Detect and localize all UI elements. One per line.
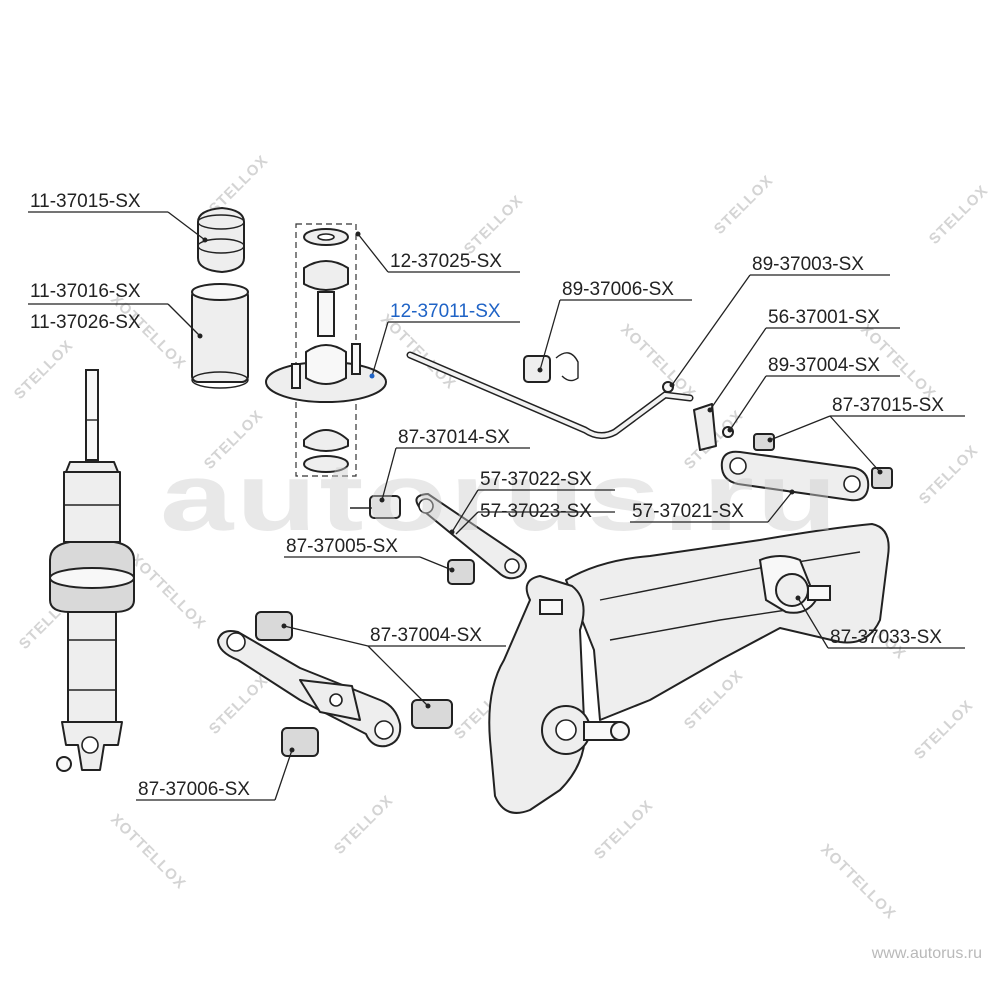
watermark-brand-alt: XOTTELLOX bbox=[127, 551, 209, 633]
label-89-37004-sx[interactable]: 89-37004-SX bbox=[768, 355, 880, 376]
watermark-brand: STELLOX bbox=[331, 792, 397, 858]
watermark-brand: STELLOX bbox=[206, 672, 272, 738]
middle-links bbox=[350, 493, 527, 585]
label-11-37015-sx[interactable]: 11-37015-SX bbox=[30, 191, 141, 212]
label-57-37021-sx[interactable]: 57-37021-SX bbox=[632, 501, 744, 522]
watermark-brand: STELLOX bbox=[591, 797, 657, 863]
watermark-brand: STELLOX bbox=[916, 442, 982, 508]
watermark-url: www.autorus.ru bbox=[871, 945, 982, 962]
watermark-site: autorus.ru bbox=[160, 444, 840, 551]
label-12-37025-sx[interactable]: 12-37025-SX bbox=[390, 251, 502, 272]
lower-control-arm bbox=[217, 611, 453, 757]
label-87-37015-sx[interactable]: 87-37015-SX bbox=[832, 395, 944, 416]
part-labels: 11-37015-SX 11-37016-SX 11-37026-SX 12-3… bbox=[30, 191, 944, 800]
watermark-brand: STELLOX bbox=[11, 337, 77, 403]
label-12-37011-sx[interactable]: 12-37011-SX bbox=[390, 301, 501, 322]
watermark-brand-alt: XOTTELLOX bbox=[617, 321, 699, 403]
label-56-37001-sx[interactable]: 56-37001-SX bbox=[768, 307, 880, 328]
watermark-brand: STELLOX bbox=[461, 192, 527, 258]
watermark-brand-alt: XOTTELLOX bbox=[377, 311, 459, 393]
label-11-37026-sx[interactable]: 11-37026-SX bbox=[30, 312, 141, 333]
label-89-37003-sx[interactable]: 89-37003-SX bbox=[752, 254, 864, 275]
label-11-37016-sx[interactable]: 11-37016-SX bbox=[30, 281, 141, 302]
shock-absorber bbox=[49, 369, 135, 772]
label-87-37004-sx[interactable]: 87-37004-SX bbox=[370, 625, 482, 646]
label-87-37033-sx[interactable]: 87-37033-SX bbox=[830, 627, 942, 648]
watermark-brand: STELLOX bbox=[911, 697, 977, 763]
knuckle-subframe bbox=[488, 523, 890, 814]
watermark-brand: STELLOX bbox=[711, 172, 777, 238]
stabilizer-bar bbox=[406, 351, 734, 451]
watermark-brand-alt: XOTTELLOX bbox=[817, 841, 899, 923]
label-57-37022-sx[interactable]: 57-37022-SX bbox=[480, 469, 592, 490]
label-89-37006-sx[interactable]: 89-37006-SX bbox=[562, 279, 674, 300]
watermark-brand-alt: XOTTELLOX bbox=[107, 811, 189, 893]
upper-arm-right bbox=[720, 433, 893, 502]
watermark-brand: STELLOX bbox=[926, 182, 992, 248]
leader-lines bbox=[28, 211, 965, 801]
label-87-37014-sx[interactable]: 87-37014-SX bbox=[398, 427, 510, 448]
label-87-37005-sx[interactable]: 87-37005-SX bbox=[286, 536, 398, 557]
label-87-37006-sx[interactable]: 87-37006-SX bbox=[138, 779, 250, 800]
label-57-37023-sx[interactable]: 57-37023-SX bbox=[480, 501, 592, 522]
bump-stop-parts bbox=[191, 207, 249, 389]
top-mount-group bbox=[265, 223, 387, 477]
